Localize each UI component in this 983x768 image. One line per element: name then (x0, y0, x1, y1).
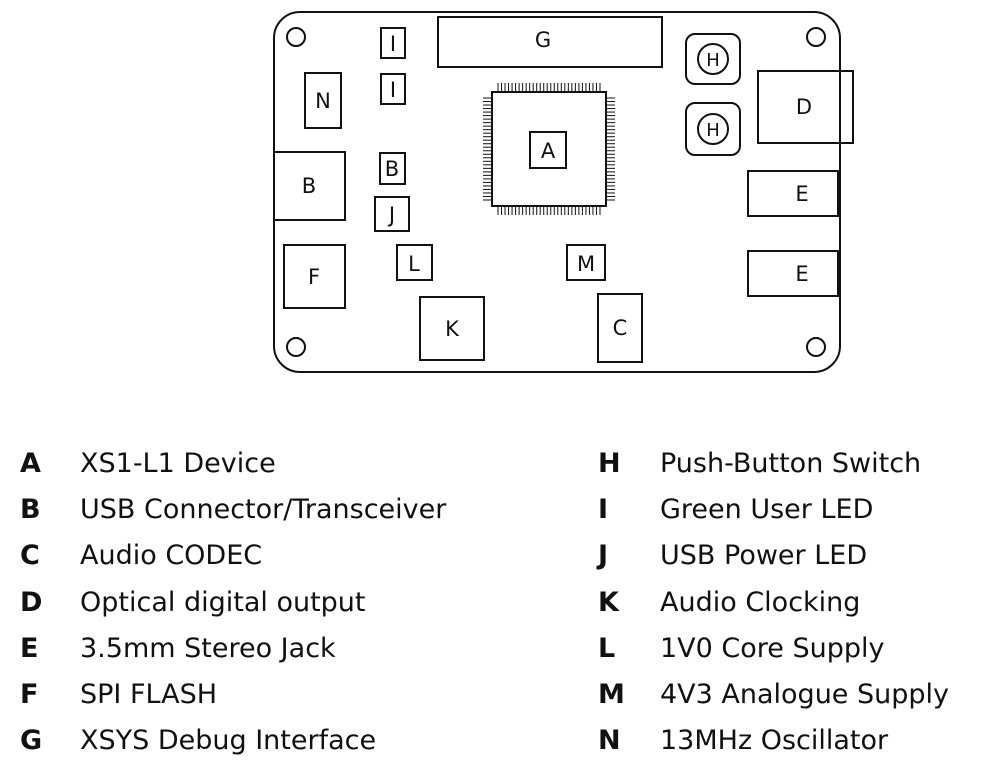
legend-item-c: C Audio CODEC (20, 533, 446, 579)
legend-key: B (20, 493, 41, 525)
legend-item-f: F SPI FLASH (20, 671, 446, 717)
legend-right: H Push-Button Switch I Green User LED J USB… (598, 440, 949, 764)
component-h-cap (697, 43, 729, 75)
component-c (597, 293, 643, 363)
legend-left: A XS1-L1 Device B USB Connector/Transceive… (20, 440, 446, 764)
legend-key: D (20, 586, 43, 618)
label-h: H (706, 120, 720, 141)
component-b-small (379, 152, 406, 185)
label-i: I (390, 78, 396, 102)
legend-text: 3.5mm Stereo Jack (80, 632, 336, 664)
legend-item-e: E 3.5mm Stereo Jack (20, 625, 446, 671)
legend-key: N (598, 725, 621, 757)
component-j (374, 196, 410, 232)
mounting-hole (806, 27, 826, 47)
legend-key: F (20, 679, 39, 711)
mounting-hole (806, 337, 826, 357)
legend-key: I (598, 493, 609, 525)
component-a (529, 131, 567, 169)
legend-text: 1V0 Core Supply (660, 632, 885, 664)
legend-text: XSYS Debug Interface (80, 725, 377, 757)
component-g (437, 16, 663, 68)
label-l: L (408, 252, 420, 276)
chip-pins (483, 83, 615, 215)
label-g: G (535, 28, 551, 52)
component-k (419, 296, 485, 361)
legend-key: A (20, 447, 41, 479)
label-k: K (445, 317, 460, 341)
component-f (283, 244, 346, 309)
legend-text: USB Connector/Transceiver (80, 493, 447, 525)
label-n: N (315, 89, 331, 113)
mounting-hole (286, 337, 306, 357)
component-h (685, 33, 741, 85)
component-h (685, 102, 741, 156)
component-i (380, 73, 406, 105)
component-m (566, 244, 606, 281)
mounting-hole (286, 27, 306, 47)
legend-item-d: D Optical digital output (20, 579, 446, 625)
label-c: C (613, 316, 628, 340)
component-h-cap (697, 113, 729, 145)
legend-key: M (598, 679, 625, 711)
legend-item-b: B USB Connector/Transceiver (20, 486, 446, 532)
label-h: H (706, 50, 720, 71)
component-a-chip (491, 91, 607, 207)
label-m: M (577, 252, 595, 276)
legend-item-m: M 4V3 Analogue Supply (598, 671, 949, 717)
label-i: I (390, 32, 396, 56)
legend-text: USB Power LED (660, 540, 868, 572)
legend-key: L (598, 632, 616, 664)
legend-text: 13MHz Oscillator (660, 725, 889, 757)
label-b: B (385, 157, 399, 181)
legend-text: XS1-L1 Device (80, 447, 276, 479)
legend-item-j: J USB Power LED (598, 533, 949, 579)
component-e (747, 170, 839, 217)
legend-item-h: H Push-Button Switch (598, 440, 949, 486)
legend-item-g: G XSYS Debug Interface (20, 718, 446, 764)
label-j: J (387, 203, 395, 227)
legend-key: C (20, 540, 40, 572)
legend-key: G (20, 725, 43, 757)
label-a: A (541, 139, 556, 163)
label-e: E (795, 262, 808, 286)
legend-text: Audio CODEC (80, 540, 263, 572)
legend-item-l: L 1V0 Core Supply (598, 625, 949, 671)
legend-key: K (598, 586, 619, 618)
component-e (747, 250, 839, 297)
legend-item-a: A XS1-L1 Device (20, 440, 446, 486)
legend-text: Optical digital output (80, 586, 366, 618)
legend-text: Green User LED (660, 493, 874, 525)
legend-text: 4V3 Analogue Supply (660, 679, 950, 711)
legend-item-i: I Green User LED (598, 486, 949, 532)
component-i (380, 27, 406, 59)
legend-text: Audio Clocking (660, 586, 861, 618)
legend-key: H (598, 447, 621, 479)
legend-text: SPI FLASH (80, 679, 218, 711)
component-l (396, 244, 433, 281)
board-diagram: G I I N B B J F L K M C A H H D E E (273, 11, 854, 373)
legend-text: Push-Button Switch (660, 447, 922, 479)
component-n (304, 72, 342, 129)
label-d: D (796, 95, 812, 119)
component-d (757, 70, 854, 144)
legend-key: E (20, 632, 39, 664)
legend-item-k: K Audio Clocking (598, 579, 949, 625)
label-e: E (795, 182, 808, 206)
component-b (273, 151, 346, 221)
label-f: F (308, 265, 320, 289)
legend-key: J (598, 540, 609, 572)
legend-item-n: N 13MHz Oscillator (598, 718, 949, 764)
label-b: B (302, 174, 316, 198)
